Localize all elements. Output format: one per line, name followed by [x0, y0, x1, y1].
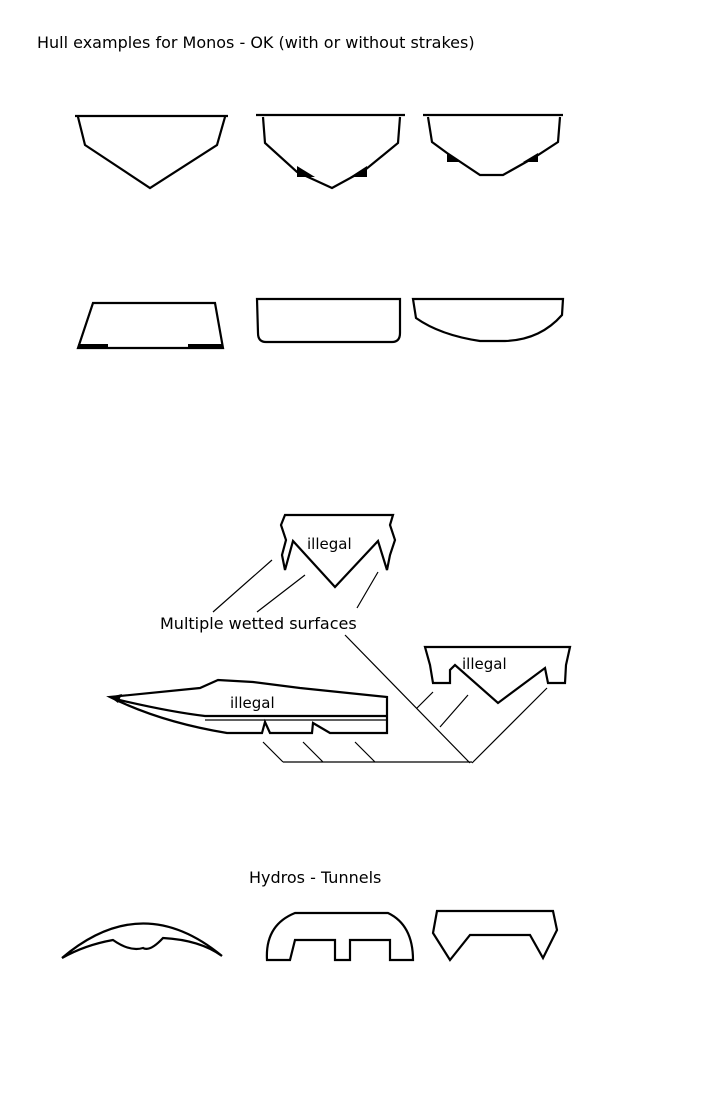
illegal-label-right: illegal: [462, 655, 507, 673]
round-bottom-hull: [411, 297, 565, 343]
strake-right: [350, 166, 367, 177]
flat-bottom-hull: [76, 301, 225, 350]
tunnel-hull-twin: [265, 911, 415, 962]
hydros-tunnels-title: Hydros - Tunnels: [249, 868, 381, 887]
leader-lines: [212, 559, 548, 764]
illegal-label-side: illegal: [230, 694, 275, 712]
illegal-label-top: illegal: [307, 535, 352, 553]
strake-right: [523, 153, 538, 162]
multiple-wetted-surfaces-caption: Multiple wetted surfaces: [160, 614, 357, 633]
strake-left: [297, 166, 315, 177]
illegal-hull-side-view: illegal: [106, 678, 389, 735]
illegal-hull-right: illegal: [423, 645, 572, 705]
modified-v-hull-with-strakes: [423, 113, 563, 177]
diagram-title: Hull examples for Monos - OK (with or wi…: [37, 33, 475, 52]
deep-v-hull-with-strakes: [256, 113, 405, 190]
deep-v-hull: [75, 114, 228, 190]
tunnel-hull-single: [431, 909, 559, 962]
illegal-hull-top: illegal: [279, 513, 397, 589]
strake-left: [447, 153, 462, 162]
rounded-flat-hull: [255, 297, 402, 344]
hydro-gull-wing-hull: [61, 922, 223, 959]
